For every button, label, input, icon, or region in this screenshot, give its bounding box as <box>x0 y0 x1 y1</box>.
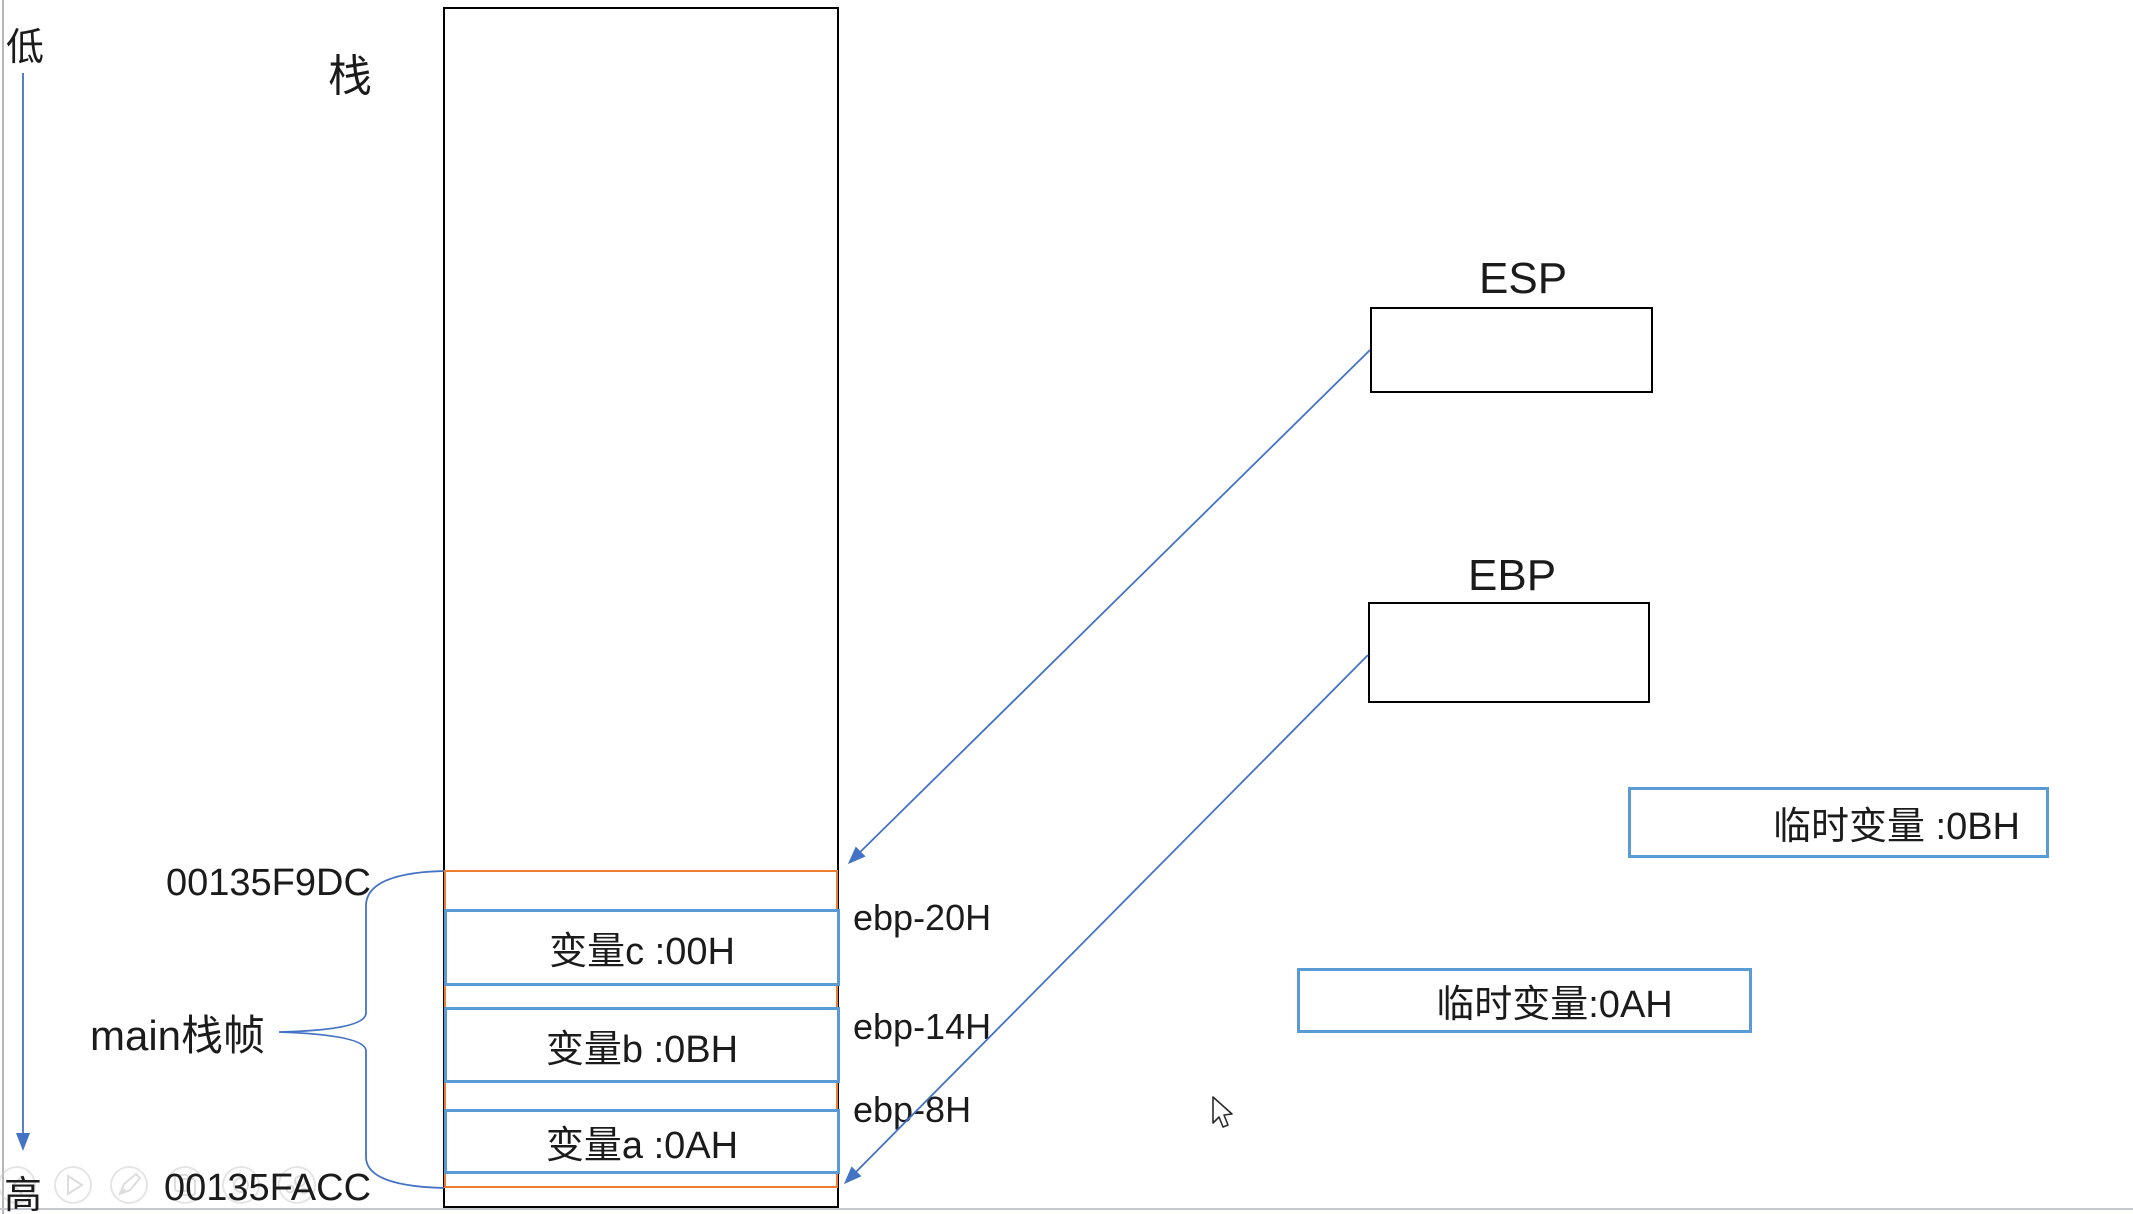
esp-pointer-arrow <box>847 349 1371 865</box>
addr-bottom-label: 00135FACC <box>164 1167 372 1209</box>
temp-var-0bh-box: 临时变量 :0BH <box>1628 787 2049 858</box>
offset-label-ebp-20h: ebp-20H <box>853 897 992 938</box>
var-box-b: 变量b :0BH <box>444 1007 840 1083</box>
pen-icon <box>118 1172 142 1196</box>
main-frame-brace <box>278 870 445 1189</box>
mouse-cursor <box>1212 1096 1233 1128</box>
main-frame-label: main栈帧 <box>90 1012 266 1059</box>
temp-var-0ah-label: 临时变量:0AH <box>1436 984 1673 1026</box>
ebp-box <box>1368 602 1650 703</box>
var-box-b-label: 变量b :0BH <box>545 1028 739 1071</box>
esp-label: ESP <box>1479 254 1568 303</box>
addr-top-label: 00135F9DC <box>166 862 371 904</box>
var-box-a: 变量a :0AH <box>444 1109 840 1174</box>
ebp-label: EBP <box>1468 551 1557 600</box>
temp-var-0ah-box: 临时变量:0AH <box>1297 968 1752 1033</box>
window-left-edge <box>2 0 4 1214</box>
var-box-a-label: 变量a :0AH <box>545 1125 739 1167</box>
offset-label-ebp-14h: ebp-14H <box>853 1006 992 1047</box>
toolbar-pen-button[interactable] <box>110 1166 148 1204</box>
offset-label-ebp-8h: ebp-8H <box>853 1089 972 1130</box>
stack-title: 栈 <box>328 52 372 101</box>
var-box-c: 变量c :00H <box>444 909 840 986</box>
low-address-label: 低 <box>6 27 45 69</box>
high-address-label: 高 <box>4 1175 43 1214</box>
esp-box <box>1370 307 1653 393</box>
temp-var-0bh-label: 临时变量 :0BH <box>1772 806 2020 848</box>
play-icon <box>67 1174 84 1196</box>
toolbar-play-button[interactable] <box>54 1166 92 1204</box>
var-box-c-label: 变量c :00H <box>549 931 735 973</box>
window-bottom-edge <box>0 1208 2133 1210</box>
